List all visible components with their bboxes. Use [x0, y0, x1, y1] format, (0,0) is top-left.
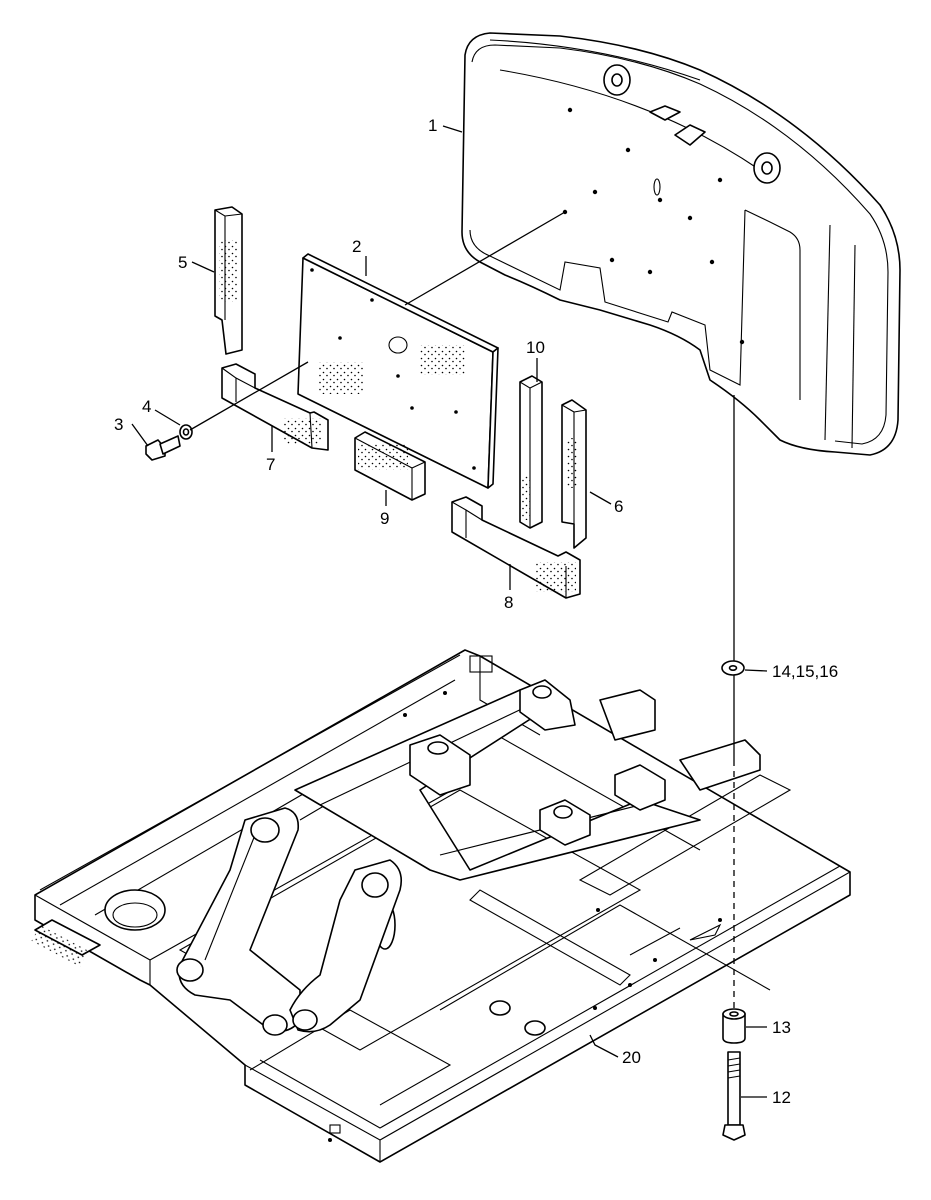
washer-14: [721, 660, 745, 676]
spacer-block-9: [354, 431, 426, 501]
spacer-block-5: [214, 206, 243, 355]
callout-4: 4: [142, 397, 151, 416]
leader-lines: [131, 125, 768, 1098]
callout-9: 9: [380, 509, 389, 528]
callout-1: 1: [428, 116, 437, 135]
bolt-12: [722, 1051, 746, 1141]
callout-7: 7: [266, 455, 275, 474]
spacer-block-6: [561, 399, 587, 549]
washer-4: [179, 424, 193, 440]
callout-2: 2: [352, 237, 361, 256]
spacer-bar-8: [451, 496, 581, 599]
callout-6: 6: [614, 497, 623, 516]
callout-13: 13: [772, 1018, 791, 1037]
counterweight: [461, 32, 901, 456]
spacer-bar-7: [221, 363, 329, 451]
bolt-3: [145, 435, 181, 461]
callout-5: 5: [178, 253, 187, 272]
plate: [297, 253, 499, 489]
callout-labels: 1 2 3 4 5 6 7 8 9 10 12 13 14,15,16 20: [114, 116, 838, 1107]
spacer-block-10: [519, 375, 543, 529]
callout-10: 10: [526, 338, 545, 357]
upper-frame-20: [31, 649, 851, 1163]
collar-13: [722, 1008, 746, 1044]
callout-20: 20: [622, 1048, 641, 1067]
callout-12: 12: [772, 1088, 791, 1107]
callout-8: 8: [504, 593, 513, 612]
callout-3: 3: [114, 415, 123, 434]
callout-14-15-16: 14,15,16: [772, 662, 838, 681]
